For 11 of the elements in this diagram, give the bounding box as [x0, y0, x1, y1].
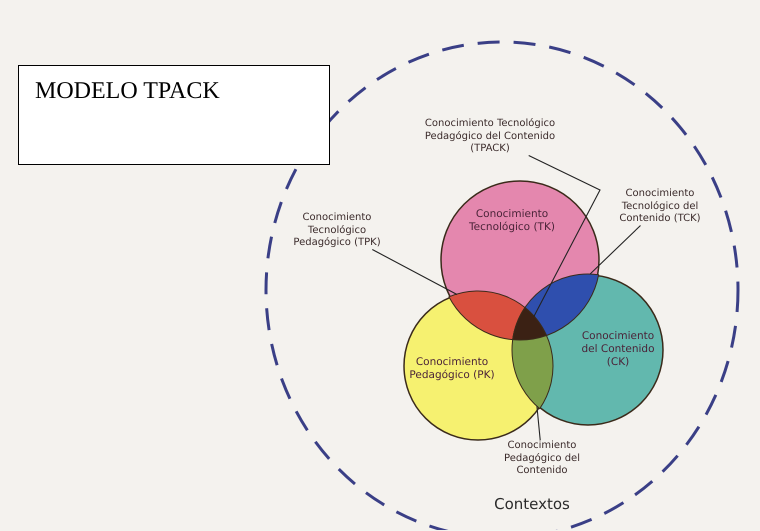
callout-text: Conocimiento Pedagógico del Contenido [490, 440, 594, 478]
leader-line [528, 155, 601, 317]
callout-text: Conocimiento Tecnológico Pedagógico del Contenido (TPACK) [422, 118, 558, 156]
title-box: MODELO TPACK [18, 65, 330, 165]
boundary-label: Contextos [493, 498, 571, 511]
callout-text: Conocimiento Tecnológico Pedagógico (TPK) [292, 212, 382, 250]
circle-label: Conocimiento del Contenido (CK) [580, 330, 656, 369]
circle-label: Conocimiento Tecnológico (TK) [469, 208, 555, 234]
circle-label: Conocimiento Pedagógico (PK) [408, 356, 496, 382]
callout-text: Conocimiento Tecnológico del Contenido (TCK) [612, 188, 708, 226]
leader-line [536, 406, 541, 440]
